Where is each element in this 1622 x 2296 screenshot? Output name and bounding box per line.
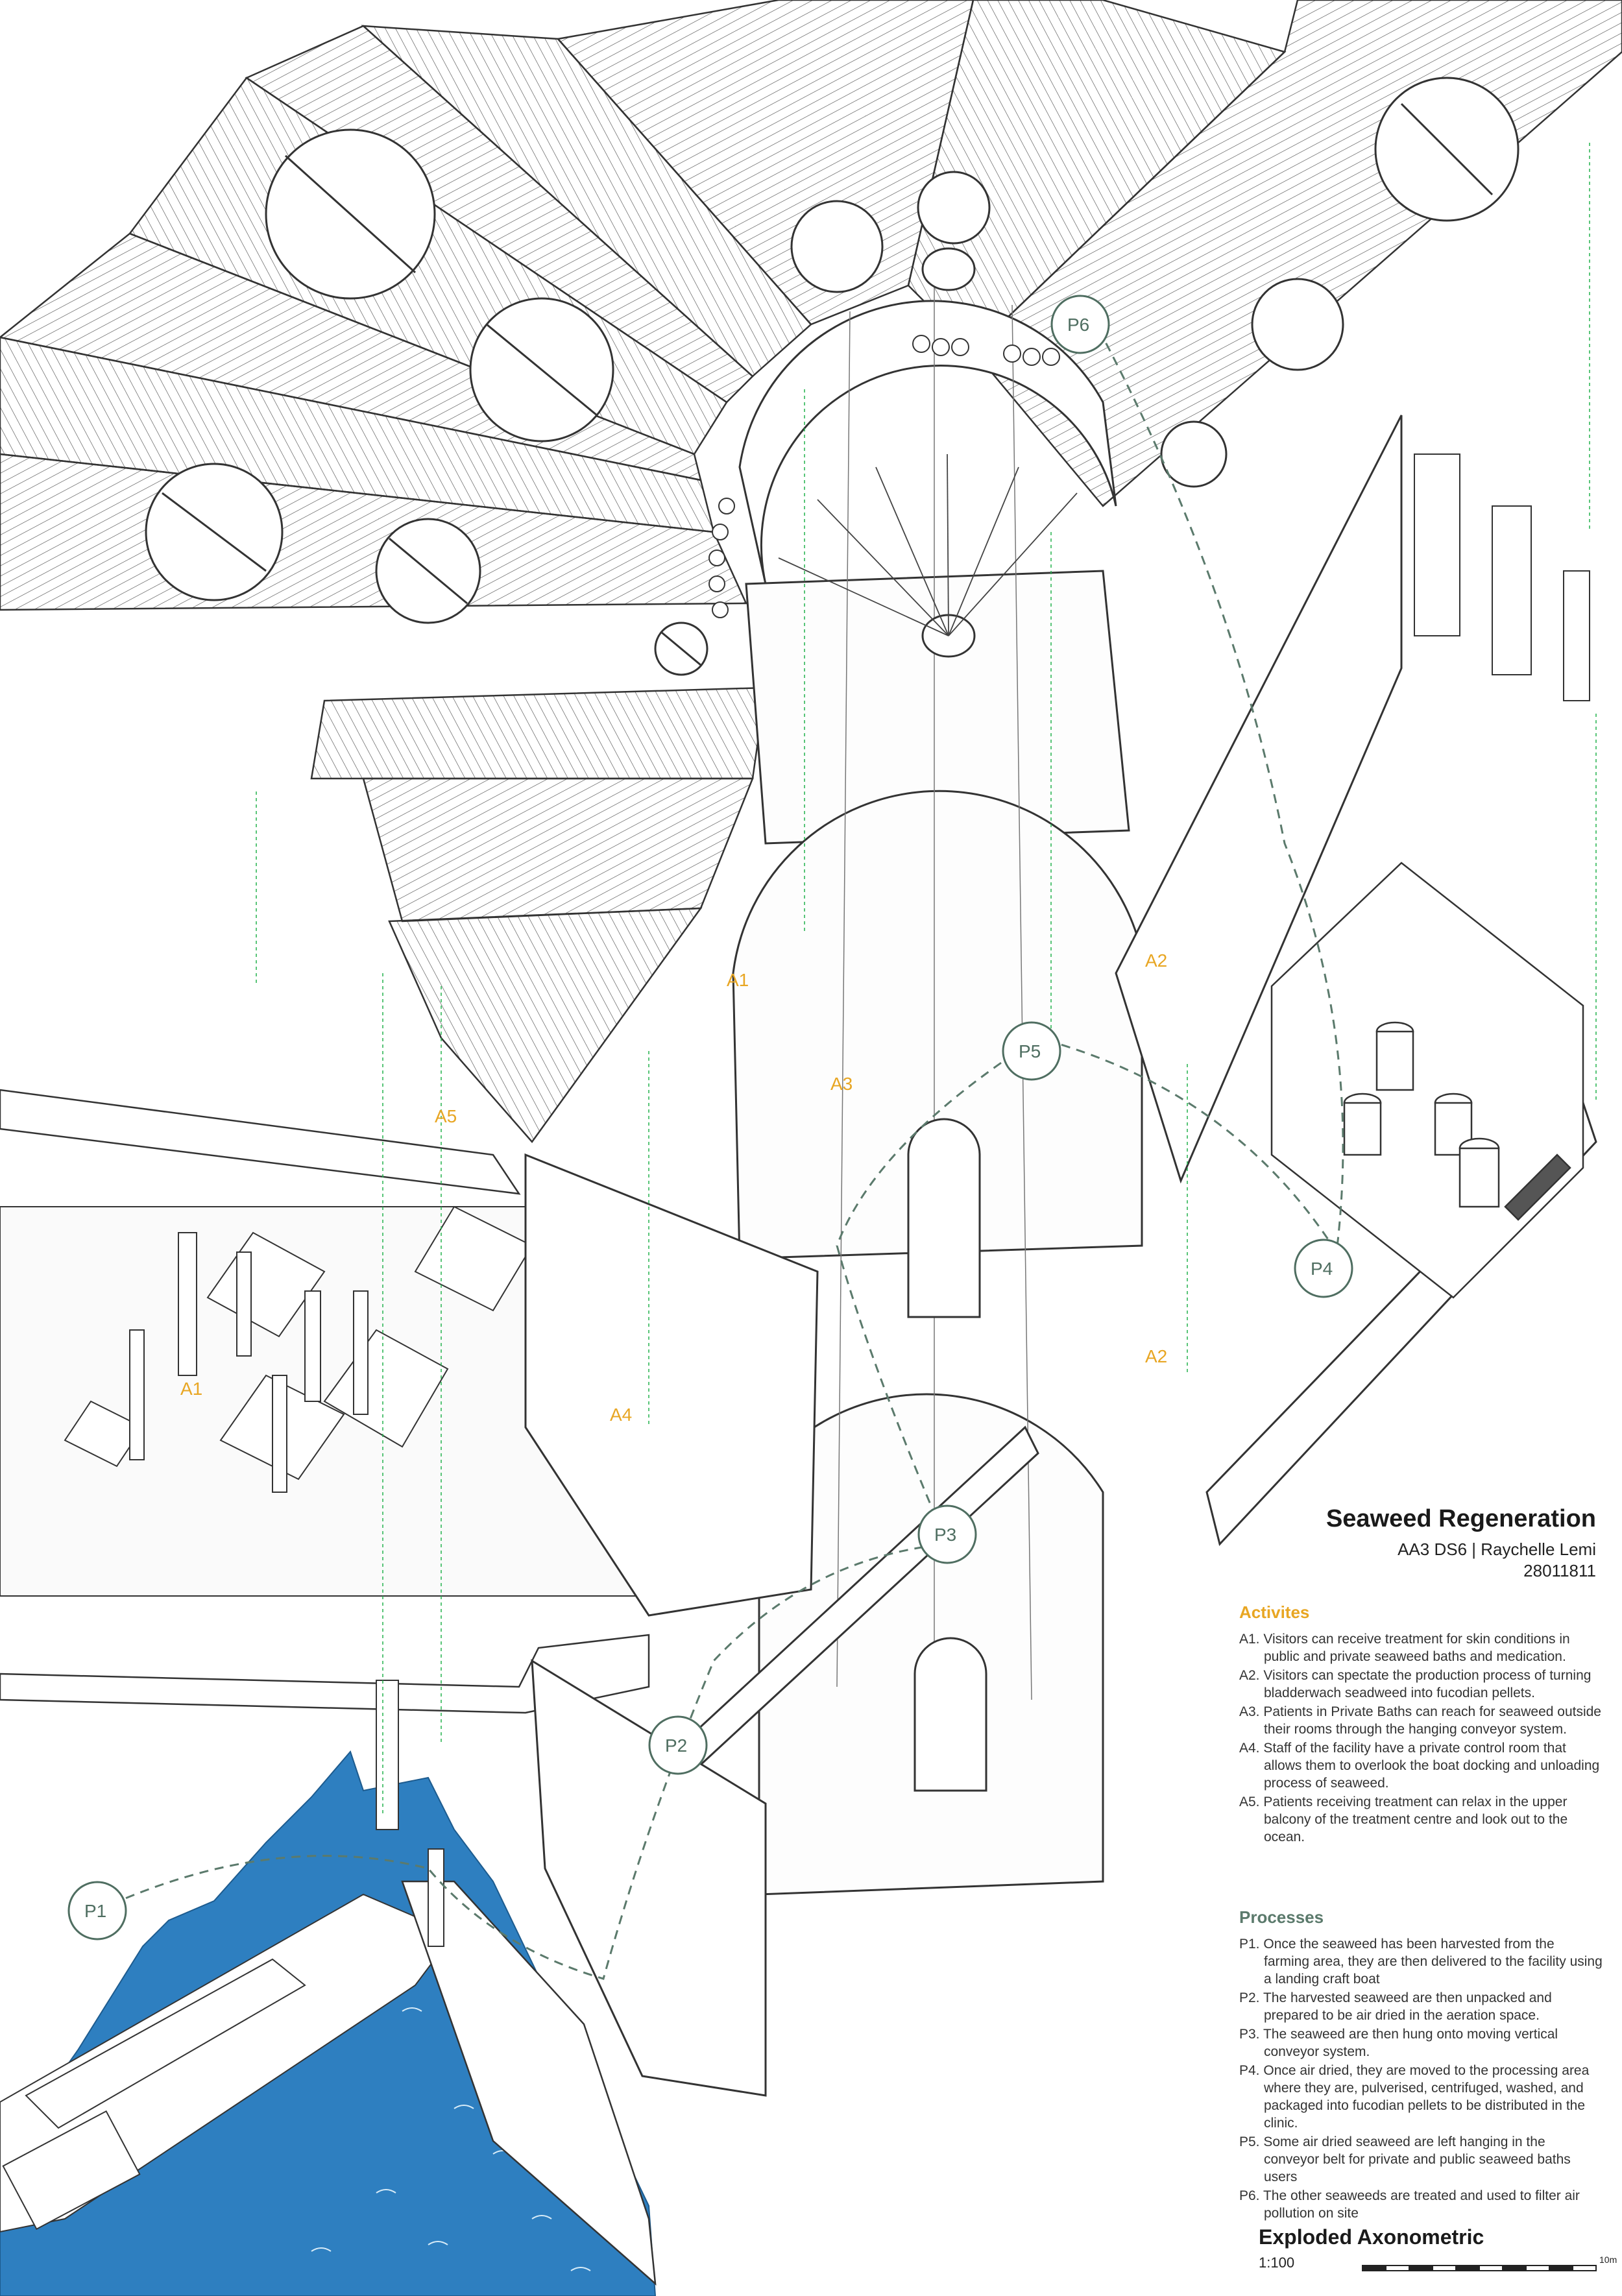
tower-stair-spokes bbox=[778, 453, 1078, 636]
activity-item: A3. Patients in Private Baths can reach … bbox=[1239, 1704, 1601, 1737]
conveyor-beads bbox=[708, 335, 1060, 618]
title-block: Seaweed Regeneration AA3 DS6 | Raychelle… bbox=[1207, 1505, 1596, 1581]
marker-p4 bbox=[1294, 1239, 1353, 1298]
scale-bar bbox=[1362, 2265, 1597, 2271]
process-item: P1. Once the seaweed has been harvested … bbox=[1239, 1937, 1603, 1987]
label-a1-lower: A1 bbox=[180, 1379, 202, 1399]
drawing-title: Exploded Axonometric bbox=[1259, 2225, 1484, 2249]
activity-item: A5. Patients receiving treatment can rel… bbox=[1239, 1795, 1568, 1844]
label-p5: P5 bbox=[1019, 1041, 1041, 1061]
label-p4: P4 bbox=[1311, 1259, 1333, 1279]
columns bbox=[129, 1232, 444, 1947]
label-a5: A5 bbox=[435, 1106, 457, 1126]
drawing-footer: Exploded Axonometric 1:100 bbox=[1259, 2225, 1609, 2271]
marker-p1 bbox=[67, 1881, 127, 1940]
process-markers bbox=[67, 295, 1353, 1940]
landing-craft-boat bbox=[0, 1893, 455, 2233]
marker-p6 bbox=[1050, 295, 1110, 354]
label-a3: A3 bbox=[830, 1074, 853, 1094]
project-subtitle: AA3 DS6 | Raychelle Lemi bbox=[1398, 1540, 1596, 1559]
process-item: P4. Once air dried, they are moved to th… bbox=[1239, 2063, 1590, 2131]
central-tower bbox=[732, 247, 1143, 1896]
wave-marks bbox=[311, 2007, 591, 2271]
processes-panel: Processes P1. Once the seaweed has been … bbox=[1239, 1907, 1603, 2223]
activities-heading: Activites bbox=[1239, 1602, 1310, 1622]
label-p2: P2 bbox=[665, 1735, 687, 1756]
activity-labels: A1 A1 A2 A2 A3 A4 A5 bbox=[180, 950, 1167, 1425]
activity-item: A2. Visitors can spectate the production… bbox=[1239, 1668, 1592, 1700]
processing-area bbox=[1270, 862, 1584, 1299]
student-id: 28011811 bbox=[1523, 1561, 1596, 1580]
process-item: P5. Some air dried seaweed are left hang… bbox=[1239, 2134, 1571, 2184]
label-a2-upper: A2 bbox=[1145, 950, 1167, 971]
process-item: P3. The seaweed are then hung onto movin… bbox=[1239, 2027, 1558, 2059]
roof-skylights bbox=[145, 77, 1519, 676]
label-a2-lower: A2 bbox=[1145, 1346, 1167, 1366]
label-p3: P3 bbox=[934, 1525, 956, 1545]
vertical-windows bbox=[1414, 453, 1590, 701]
process-item: P2. The harvested seaweed are then unpac… bbox=[1239, 1990, 1552, 2023]
projection-lines bbox=[256, 143, 1597, 1817]
scale-label: 1:100 bbox=[1259, 2254, 1295, 2271]
activity-item: A1. Visitors can receive treatment for s… bbox=[1239, 1632, 1570, 1664]
label-p6: P6 bbox=[1067, 315, 1089, 335]
dock-structure bbox=[0, 1089, 657, 2286]
marker-p2 bbox=[648, 1715, 708, 1775]
activity-item: A4. Staff of the facility have a private… bbox=[1239, 1741, 1600, 1791]
processes-heading: Processes bbox=[1239, 1907, 1324, 1927]
label-a1-upper: A1 bbox=[727, 970, 749, 990]
marker-p5 bbox=[1002, 1021, 1061, 1081]
marker-p3 bbox=[917, 1504, 977, 1564]
label-p1: P1 bbox=[84, 1901, 106, 1921]
label-a4: A4 bbox=[610, 1405, 632, 1425]
project-title: Seaweed Regeneration bbox=[1325, 1505, 1596, 1532]
process-item: P6. The other seaweeds are treated and u… bbox=[1239, 2188, 1580, 2221]
process-marker-labels: P1 P2 P3 P4 P5 P6 bbox=[84, 315, 1333, 1921]
scale-bar-end-label: 10m bbox=[1599, 2254, 1617, 2265]
activities-panel: Activites A1. Visitors can receive treat… bbox=[1239, 1602, 1603, 1847]
